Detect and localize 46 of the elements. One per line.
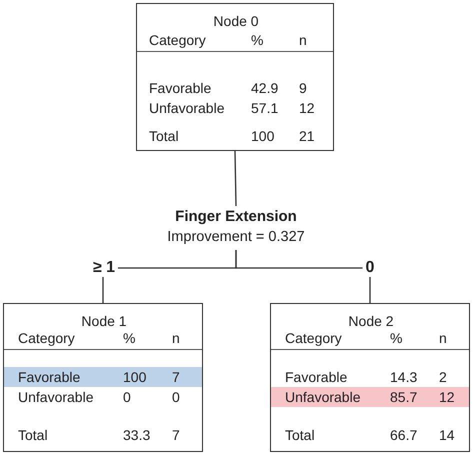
percent-value: 66.7 (390, 427, 418, 443)
column-header: Category (18, 330, 75, 346)
count-value: 7 (172, 427, 180, 443)
count-value: 2 (439, 369, 447, 385)
percent-value: 100 (123, 369, 146, 385)
column-header: % (123, 330, 136, 346)
column-header: Category (149, 32, 206, 48)
category-label: Favorable (149, 80, 212, 96)
category-label: Favorable (285, 369, 348, 385)
count-value: 9 (299, 80, 307, 96)
column-header: % (251, 32, 264, 48)
node-table (3, 303, 203, 452)
improvement-value: Improvement = 0.327 (166, 228, 306, 247)
percent-value: 14.3 (390, 369, 418, 385)
category-label: Total (18, 427, 48, 443)
percent-value: 57.1 (251, 100, 278, 116)
category-label: Total (285, 427, 315, 443)
connector-line (235, 250, 371, 303)
percent-value: 85.7 (390, 389, 418, 405)
node-table (136, 3, 334, 151)
node-title: Node 1 (80, 313, 128, 329)
category-label: Unfavorable (18, 389, 94, 405)
category-label: Favorable (18, 369, 80, 385)
count-value: 7 (172, 369, 180, 385)
percent-value: 0 (123, 389, 131, 405)
percent-value: 100 (251, 128, 274, 144)
count-value: 12 (439, 389, 455, 405)
connector-line (234, 150, 237, 206)
count-value: 0 (172, 389, 180, 405)
column-header: n (439, 330, 447, 346)
count-value: 12 (299, 100, 315, 116)
column-header: n (299, 32, 307, 48)
column-header: % (390, 330, 402, 346)
count-value: 14 (439, 427, 455, 443)
category-label: Unfavorable (149, 100, 224, 116)
count-value: 21 (299, 128, 315, 144)
split-variable: Finger Extension (174, 207, 298, 227)
percent-value: 42.9 (251, 80, 278, 96)
category-label: Unfavorable (285, 389, 360, 405)
column-header: Category (285, 330, 342, 346)
node-table (270, 303, 470, 452)
percent-value: 33.3 (123, 427, 150, 443)
category-label: Total (149, 128, 179, 144)
node-title: Node 0 (212, 13, 260, 29)
node-title: Node 2 (347, 313, 395, 329)
column-header: n (172, 330, 180, 346)
